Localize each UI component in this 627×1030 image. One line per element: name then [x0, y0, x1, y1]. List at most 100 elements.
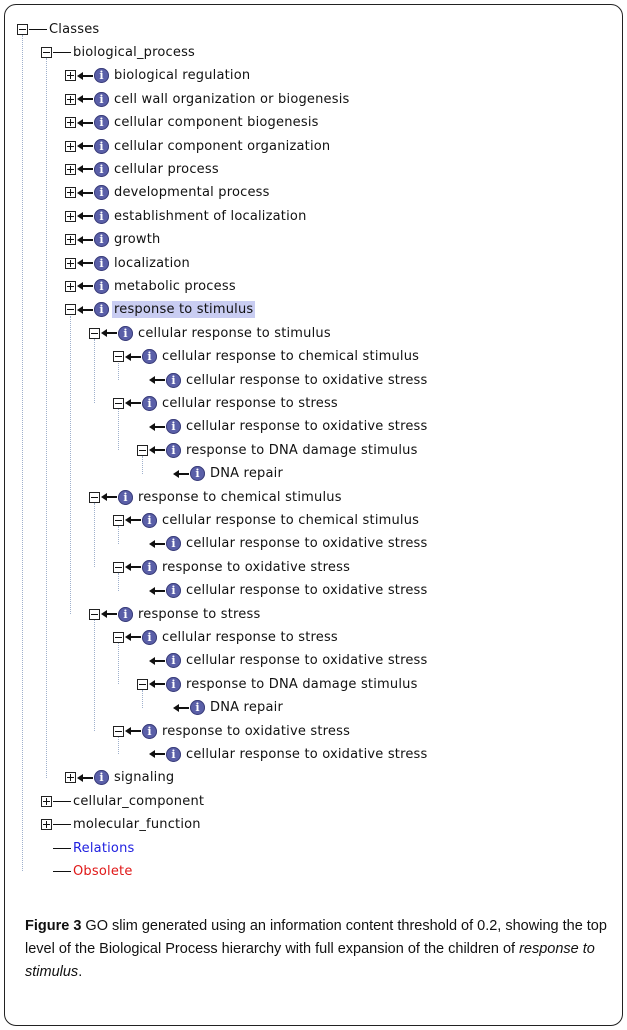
collapse-icon[interactable] [113, 725, 124, 737]
tree-node-label[interactable]: response to oxidative stress [162, 559, 351, 575]
tree-node-label[interactable]: cellular response to oxidative stress [186, 583, 428, 599]
info-icon[interactable]: i [94, 185, 109, 201]
tree-node-label[interactable]: cellular component biogenesis [114, 115, 319, 131]
tree-node-label[interactable]: cellular_component [73, 793, 205, 809]
expand-icon[interactable] [65, 140, 76, 152]
tree-row[interactable]: Classes [17, 19, 101, 39]
tree-node-label[interactable]: response to oxidative stress [162, 723, 351, 739]
collapse-icon[interactable] [65, 304, 76, 316]
tree-node-label[interactable]: cellular component organization [114, 138, 331, 154]
tree-row[interactable]: i DNA repair [161, 698, 285, 718]
tree-node-label[interactable]: signaling [114, 770, 175, 786]
info-icon[interactable]: i [94, 232, 109, 248]
info-icon[interactable]: i [142, 395, 157, 411]
collapse-icon[interactable] [89, 491, 100, 503]
tree-node-label[interactable]: metabolic process [114, 278, 236, 294]
tree-node-label[interactable]: establishment of localization [114, 208, 307, 224]
tree-node-label[interactable]: cellular response to stress [162, 629, 338, 645]
tree-row[interactable]: i cellular response to chemical stimulus [113, 510, 421, 530]
collapse-icon[interactable] [113, 561, 124, 573]
tree-row[interactable]: i cellular response to stimulus [89, 323, 333, 343]
expand-icon[interactable] [41, 819, 52, 831]
tree-node-label[interactable]: cell wall organization or biogenesis [114, 91, 350, 107]
info-icon[interactable]: i [142, 629, 157, 645]
expand-icon[interactable] [65, 187, 76, 199]
tree-node-label[interactable]: response to DNA damage stimulus [186, 442, 418, 458]
tree-node-label[interactable]: biological_process [73, 44, 196, 60]
tree-row[interactable]: i response to oxidative stress [113, 721, 352, 741]
tree-node-label[interactable]: cellular response to oxidative stress [186, 536, 428, 552]
tree-row[interactable]: i cellular response to stress [113, 627, 340, 647]
tree-node-label[interactable]: cellular response to stimulus [138, 325, 331, 341]
info-icon[interactable]: i [94, 255, 109, 271]
info-icon[interactable]: i [190, 466, 205, 482]
collapse-icon[interactable] [89, 327, 100, 339]
info-icon[interactable]: i [142, 349, 157, 365]
info-icon[interactable]: i [142, 559, 157, 575]
tree-row[interactable]: i DNA repair [161, 464, 285, 484]
collapse-icon[interactable] [137, 678, 148, 690]
expand-icon[interactable] [65, 234, 76, 246]
collapse-icon[interactable] [113, 631, 124, 643]
tree-node-label[interactable]: response to stress [138, 606, 261, 622]
tree-node-label[interactable]: cellular response to chemical stimulus [162, 349, 420, 365]
tree-node-label[interactable]: molecular_function [73, 817, 201, 833]
tree-node-label[interactable]: growth [114, 232, 161, 248]
tree-row[interactable]: Obsolete [41, 861, 135, 881]
expand-icon[interactable] [65, 210, 76, 222]
collapse-icon[interactable] [41, 46, 52, 58]
tree-row[interactable]: i localization [65, 253, 192, 273]
info-icon[interactable]: i [166, 419, 181, 435]
expand-icon[interactable] [65, 93, 76, 105]
info-icon[interactable]: i [190, 700, 205, 716]
tree-row[interactable]: i response to chemical stimulus [89, 487, 344, 507]
tree-node-label[interactable]: DNA repair [210, 466, 283, 482]
expand-icon[interactable] [65, 257, 76, 269]
info-icon[interactable]: i [166, 676, 181, 692]
collapse-icon[interactable] [137, 444, 148, 456]
tree-node-label[interactable]: cellular response to oxidative stress [186, 653, 428, 669]
info-icon[interactable]: i [166, 583, 181, 599]
tree-row[interactable]: i cellular response to oxidative stress [137, 581, 430, 601]
info-icon[interactable]: i [118, 606, 133, 622]
tree-node-label[interactable]: cellular response to chemical stimulus [162, 512, 420, 528]
tree-node-label[interactable]: localization [114, 255, 190, 271]
tree-row[interactable]: molecular_function [41, 815, 203, 835]
collapse-icon[interactable] [113, 397, 124, 409]
info-icon[interactable]: i [142, 512, 157, 528]
collapse-icon[interactable] [17, 23, 28, 35]
tree-node-label[interactable]: response to chemical stimulus [138, 489, 342, 505]
info-icon[interactable]: i [94, 302, 109, 318]
collapse-icon[interactable] [113, 514, 124, 526]
expand-icon[interactable] [65, 70, 76, 82]
tree-node-label[interactable]: cellular response to oxidative stress [186, 372, 428, 388]
tree-node-label[interactable]: cellular response to oxidative stress [186, 746, 428, 762]
tree-row[interactable]: cellular_component [41, 791, 206, 811]
tree-node-label[interactable]: biological regulation [114, 68, 251, 84]
info-icon[interactable]: i [118, 489, 133, 505]
collapse-icon[interactable] [113, 351, 124, 363]
tree-row[interactable]: i response to oxidative stress [113, 557, 352, 577]
tree-node-label[interactable]: Classes [49, 21, 100, 37]
tree-row[interactable]: i response to stress [89, 604, 262, 624]
info-icon[interactable]: i [142, 723, 157, 739]
tree-node-label[interactable]: response to stimulus [112, 301, 256, 319]
tree-node-label[interactable]: DNA repair [210, 700, 283, 716]
info-icon[interactable]: i [118, 325, 133, 341]
tree-row[interactable]: Relations [41, 838, 137, 858]
info-icon[interactable]: i [94, 68, 109, 84]
